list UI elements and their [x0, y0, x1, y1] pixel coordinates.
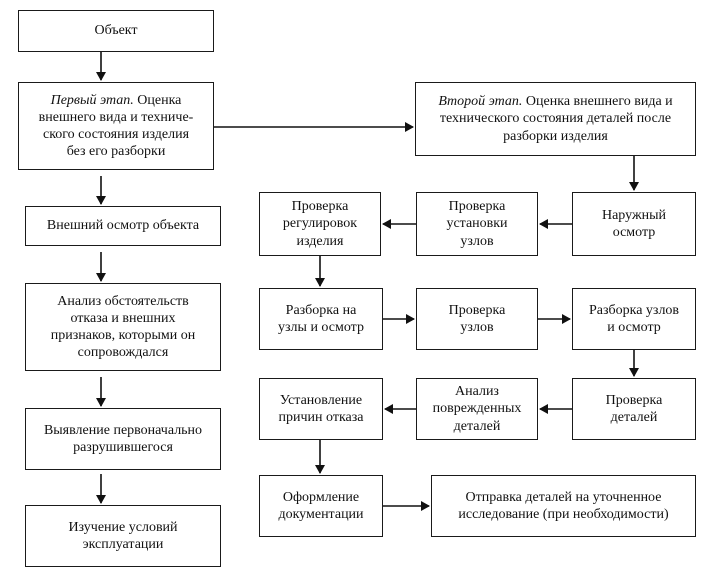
failure-analysis-box: Анализ обстоятельств отказа и внешних пр… [25, 283, 221, 371]
first-destroyed-label: Выявление первоначально разрушившегося [43, 422, 203, 455]
disassembly-units-label: Разборка на узлы и осмотр [278, 302, 364, 335]
check-installation-label: Проверка установки узлов [446, 199, 508, 249]
send-parts-box: Отправка деталей на уточненное исследова… [431, 475, 696, 537]
outer-inspection-label: Наружный осмотр [601, 207, 667, 240]
disassembly-units-box: Разборка на узлы и осмотр [259, 288, 383, 350]
failure-causes-label: Установление причин отказа [278, 392, 364, 425]
stage2-box: Второй этап. Оценка внешнего вида и техн… [415, 82, 696, 156]
damaged-analysis-box: Анализ поврежденных деталей [416, 378, 538, 440]
object-box: Объект [18, 10, 214, 52]
external-inspection-box: Внешний осмотр объекта [25, 206, 221, 246]
object-label: Объект [94, 23, 138, 39]
check-adjustments-box: Проверка регулировок изделия [259, 192, 381, 256]
disassembly-units-inspect-box: Разборка узлов и осмотр [572, 288, 696, 350]
send-parts-label: Отправка деталей на уточненное исследова… [458, 489, 669, 522]
failure-analysis-label: Анализ обстоятельств отказа и внешних пр… [50, 293, 196, 361]
check-units-box: Проверка узлов [416, 288, 538, 350]
first-destroyed-box: Выявление первоначально разрушившегося [25, 408, 221, 470]
operating-conditions-box: Изучение условий эксплуатации [25, 505, 221, 567]
operating-conditions-label: Изучение условий эксплуатации [68, 519, 178, 552]
stage2-rest: Оценка внешнего вида и технического сост… [439, 94, 673, 144]
stage2-italic: Второй этап. [438, 94, 523, 110]
documentation-box: Оформление документации [259, 475, 383, 537]
stage1-label: Первый этап. Оценка внешнего вида и техн… [39, 92, 194, 160]
stage1-italic: Первый этап. [50, 92, 134, 108]
disassembly-units-inspect-label: Разборка узлов и осмотр [588, 302, 680, 335]
check-installation-box: Проверка установки узлов [416, 192, 538, 256]
stage2-label: Второй этап. Оценка внешнего вида и техн… [438, 93, 672, 144]
stage1-box: Первый этап. Оценка внешнего вида и техн… [18, 82, 214, 170]
check-adjustments-label: Проверка регулировок изделия [282, 199, 358, 249]
external-inspection-label: Внешний осмотр объекта [46, 218, 200, 234]
stage1-rest: Оценка внешнего вида и техниче- ского со… [38, 92, 194, 160]
check-parts-label: Проверка деталей [605, 392, 663, 425]
check-units-label: Проверка узлов [448, 302, 506, 335]
damaged-analysis-label: Анализ поврежденных деталей [432, 384, 522, 434]
check-parts-box: Проверка деталей [572, 378, 696, 440]
outer-inspection-box: Наружный осмотр [572, 192, 696, 256]
documentation-label: Оформление документации [278, 489, 364, 522]
failure-causes-box: Установление причин отказа [259, 378, 383, 440]
